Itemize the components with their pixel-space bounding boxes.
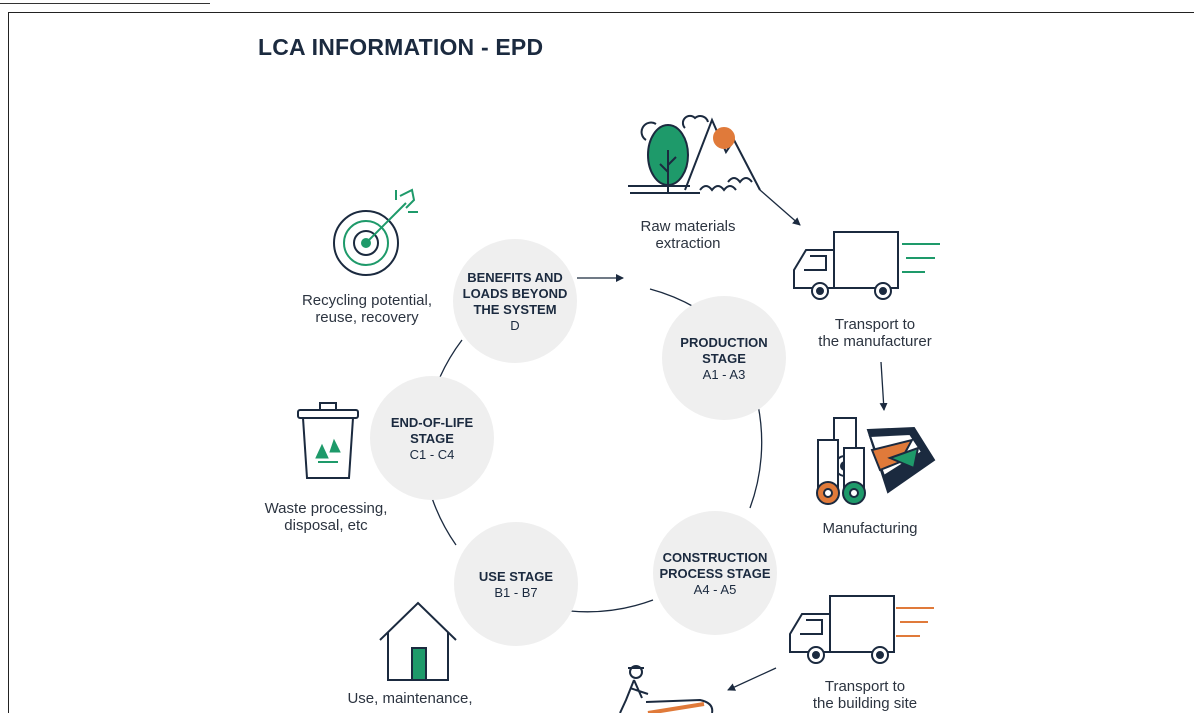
truck-manufacturer-icon xyxy=(793,231,940,300)
stage-name: PRODUCTION STAGE xyxy=(680,334,768,366)
stage-code: D xyxy=(510,317,520,333)
stage-circle-d: BENEFITS AND LOADS BEYOND THE SYSTEM D xyxy=(453,239,577,363)
label-transport-site: Transport to the building site xyxy=(812,678,918,712)
stage-code: C1 - C4 xyxy=(409,446,455,462)
installer-icon xyxy=(619,665,714,713)
house-icon xyxy=(379,601,457,681)
top-link-fragment[interactable] xyxy=(0,0,210,12)
stage-code: B1 - B7 xyxy=(494,584,538,600)
stage-circle-end-of-life: END-OF-LIFE STAGE C1 - C4 xyxy=(370,376,494,500)
stage-circle-production: PRODUCTION STAGE A1 - A3 xyxy=(662,296,786,420)
truck-site-icon xyxy=(789,595,934,664)
cycle-ring xyxy=(431,288,763,613)
stage-circle-construction: CONSTRUCTION PROCESS STAGE A4 - A5 xyxy=(653,511,777,635)
recycle-bin-icon xyxy=(297,402,359,479)
label-recycling: Recycling potential, reuse, recovery xyxy=(301,292,433,326)
raw-materials-icon xyxy=(628,114,761,194)
stage-name: CONSTRUCTION PROCESS STAGE xyxy=(659,549,771,581)
arrow-raw-to-transport xyxy=(759,189,801,226)
label-waste: Waste processing, disposal, etc xyxy=(264,500,388,534)
arrow-site-to-installation xyxy=(727,667,777,691)
label-raw-materials: Raw materials extraction xyxy=(640,218,736,252)
target-icon xyxy=(333,188,418,276)
label-manufacturing: Manufacturing xyxy=(822,520,918,537)
stage-code: A4 - A5 xyxy=(693,581,737,597)
label-use: Use, maintenance, xyxy=(347,690,473,707)
stage-name: END-OF-LIFE STAGE xyxy=(390,414,474,446)
stage-name: BENEFITS AND LOADS BEYOND THE SYSTEM xyxy=(462,269,568,317)
arrow-transport-to-manufacturing xyxy=(879,361,888,411)
content-frame xyxy=(8,12,1194,713)
stage-code: A1 - A3 xyxy=(702,366,746,382)
label-transport-manufacturer: Transport to the manufacturer xyxy=(818,316,932,350)
stage-circle-use: USE STAGE B1 - B7 xyxy=(454,522,578,646)
manufacturing-icon xyxy=(816,417,936,505)
page-title: LCA INFORMATION - EPD xyxy=(258,34,544,60)
stage-name: USE STAGE xyxy=(478,568,554,584)
